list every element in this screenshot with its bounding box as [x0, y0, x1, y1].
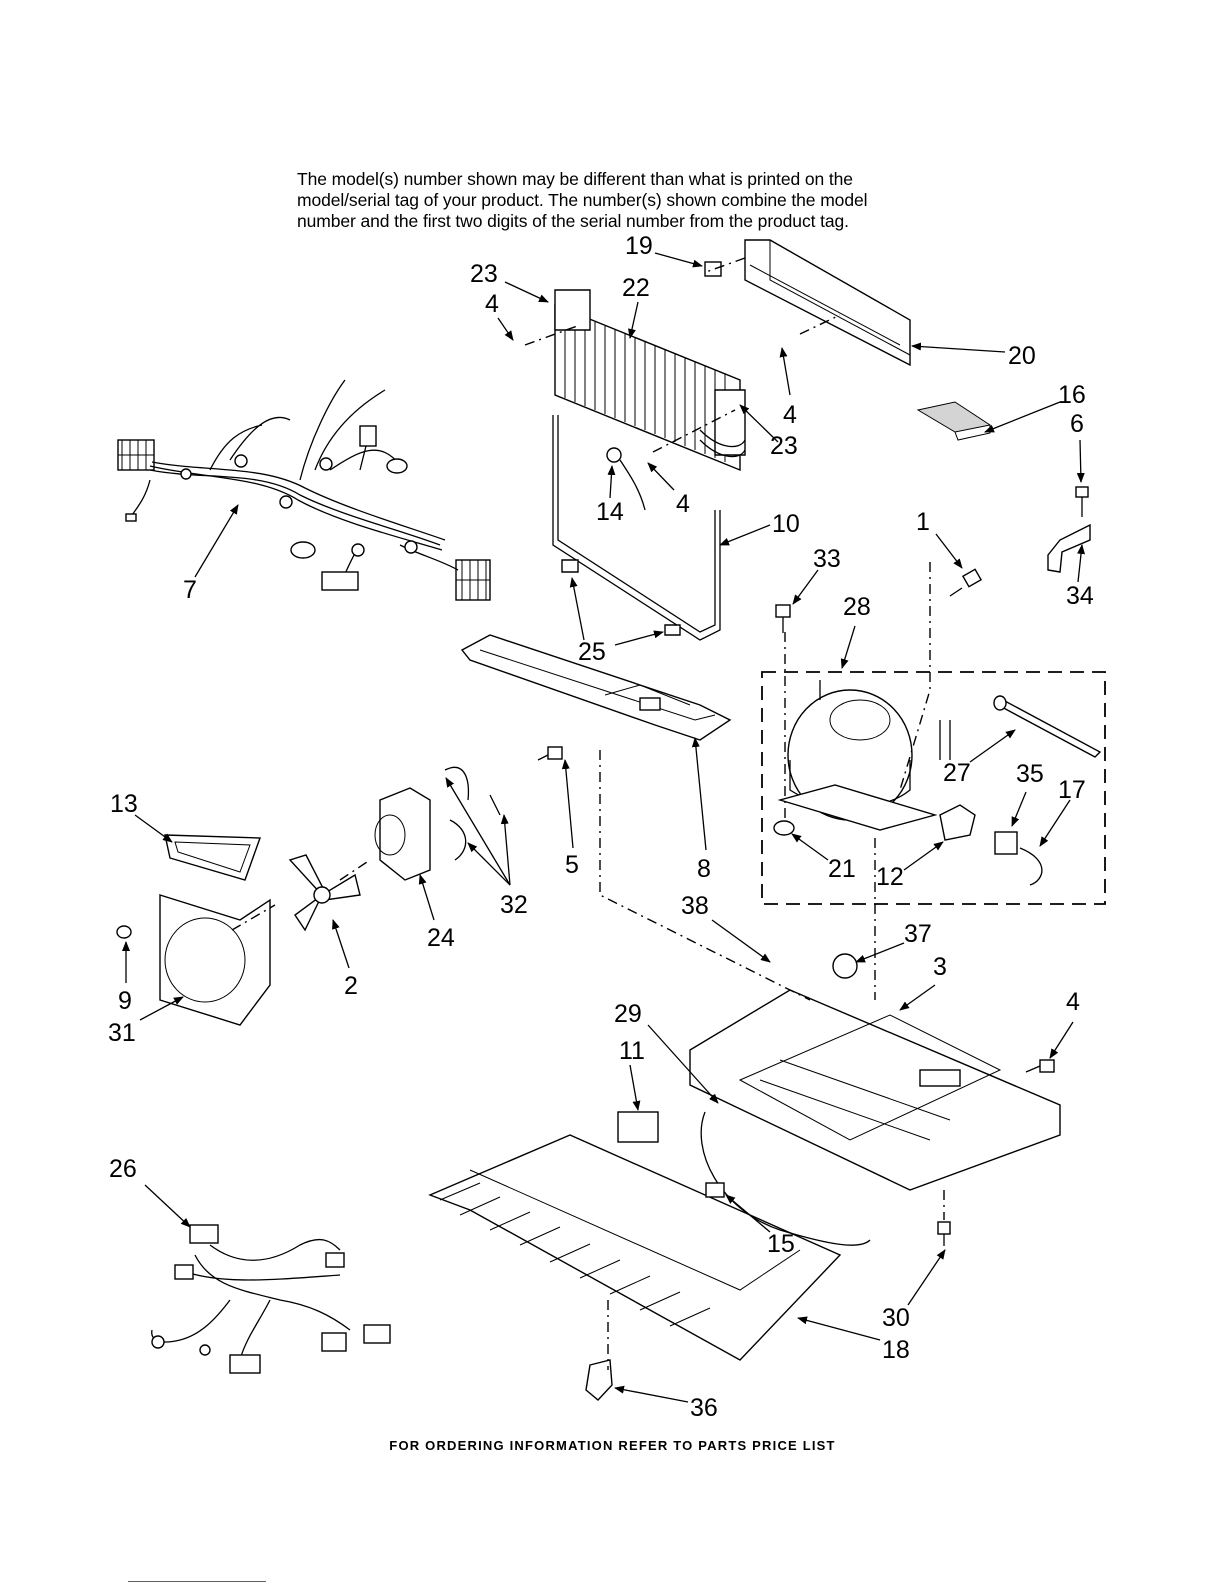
gasket-13	[164, 834, 261, 881]
callout-4-base: 4	[1066, 988, 1080, 1016]
callout-4-left: 4	[485, 290, 499, 318]
callout-37: 37	[904, 920, 932, 948]
callout-30: 30	[882, 1304, 910, 1332]
callout-27: 27	[943, 759, 971, 787]
guide-lines	[231, 257, 1106, 1370]
drain-pan-8	[460, 634, 732, 741]
note-line-2: model/serial tag of your product. The nu…	[297, 190, 868, 210]
callout-23-top: 23	[470, 260, 498, 288]
callout-15: 15	[767, 1230, 795, 1258]
callout-28: 28	[843, 593, 871, 621]
callout-31: 31	[108, 1019, 136, 1047]
callout-labels: 19 23 22 4 20 4 23 16 6 14 4 10 1 7 33 3…	[108, 232, 1094, 1422]
callout-18: 18	[882, 1336, 910, 1364]
callout-2: 2	[344, 972, 358, 1000]
screw-1	[949, 568, 983, 597]
callout-4-trough: 4	[783, 401, 797, 429]
callout-14: 14	[596, 498, 624, 526]
drain-trough	[744, 239, 911, 367]
callout-19: 19	[625, 232, 653, 260]
callout-24: 24	[427, 924, 455, 952]
callout-6: 6	[1070, 410, 1084, 438]
callout-12: 12	[876, 863, 904, 891]
callout-8: 8	[697, 855, 711, 883]
callout-35: 35	[1016, 760, 1044, 788]
grommet-37	[832, 953, 858, 979]
evaporator	[554, 289, 746, 472]
overload-35	[994, 831, 1018, 855]
callout-38: 38	[681, 892, 709, 920]
callout-25: 25	[578, 638, 606, 666]
callout-20: 20	[1008, 342, 1036, 370]
evaporator-fan-motor-24	[374, 787, 431, 881]
callout-29: 29	[614, 1000, 642, 1028]
callout-21: 21	[828, 855, 856, 883]
callout-32: 32	[500, 891, 528, 919]
ordering-info-footer: FOR ORDERING INFORMATION REFER TO PARTS …	[389, 1438, 836, 1453]
grommet-9	[116, 925, 132, 939]
clip-19	[704, 261, 722, 277]
fan-blade-2	[288, 854, 361, 932]
relay-12	[939, 804, 976, 841]
callout-10: 10	[772, 510, 800, 538]
callout-7: 7	[183, 576, 197, 604]
bracket-34	[1047, 523, 1091, 573]
callout-4-mid: 4	[676, 490, 690, 518]
clip-36	[585, 1359, 613, 1401]
screw-30	[937, 1221, 951, 1246]
callout-23-right: 23	[770, 432, 798, 460]
callout-3: 3	[933, 953, 947, 981]
base-plate-3	[689, 989, 1061, 1191]
callout-22: 22	[622, 274, 650, 302]
screw-33	[775, 604, 791, 633]
bracket-11	[617, 1111, 659, 1143]
callout-1: 1	[916, 508, 930, 536]
page-link-underline[interactable]	[128, 1581, 266, 1582]
wire-harness-26	[151, 1224, 391, 1374]
screw-6	[1075, 486, 1089, 517]
defrost-heater-10	[552, 415, 721, 641]
note-line-3: number and the first two digits of the s…	[297, 211, 849, 231]
screw-5	[537, 746, 563, 761]
thermostat-14	[606, 447, 646, 511]
callout-33: 33	[813, 545, 841, 573]
fan-shroud-31	[159, 894, 271, 1026]
grommet-21	[773, 820, 795, 836]
callout-36: 36	[690, 1394, 718, 1422]
callout-26: 26	[109, 1155, 137, 1183]
wire-harness-main	[117, 379, 491, 601]
callout-34: 34	[1066, 582, 1094, 610]
model-number-note: The model(s) number shown may be differe…	[297, 169, 937, 232]
callout-11: 11	[619, 1037, 645, 1065]
condenser-18	[428, 1134, 842, 1361]
wire-17	[1019, 847, 1043, 886]
callout-17: 17	[1058, 776, 1086, 804]
callout-9: 9	[118, 987, 132, 1015]
loop-29	[700, 1111, 871, 1246]
shield-16	[916, 401, 992, 441]
tubes-32	[444, 766, 501, 861]
callout-16: 16	[1058, 381, 1086, 409]
leader-lines	[122, 252, 1086, 1403]
compressor-28	[777, 680, 951, 831]
drier-27	[993, 695, 1102, 758]
note-line-1: The model(s) number shown may be differe…	[297, 169, 853, 189]
sleeve-15	[705, 1182, 725, 1198]
callout-13: 13	[110, 790, 138, 818]
callout-5: 5	[565, 851, 579, 879]
screw-4-base	[1025, 1059, 1055, 1073]
